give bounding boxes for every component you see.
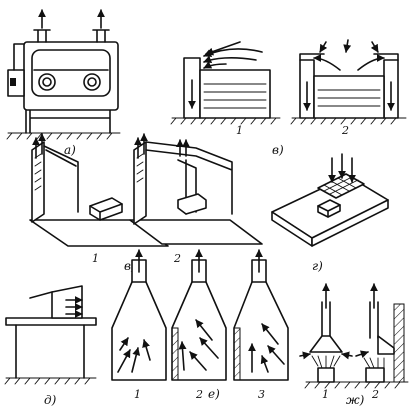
label-b-1: 1 xyxy=(236,124,243,137)
label-e-2: 2 xyxy=(195,388,203,401)
label-v-1: 1 xyxy=(92,252,99,265)
label-e: е) xyxy=(208,387,220,401)
label-d: д) xyxy=(44,393,57,407)
label-a: а) xyxy=(64,143,76,157)
label-zh: ж) xyxy=(346,393,365,407)
label-g: г) xyxy=(312,259,323,273)
figure-a-glovebox: а) xyxy=(6,9,121,157)
label-zh-1: 1 xyxy=(322,388,329,401)
label-e-1: 1 xyxy=(134,388,141,401)
label-zh-2: 2 xyxy=(371,388,379,401)
label-v-2: 2 xyxy=(173,252,181,265)
label-b-2: 2 xyxy=(341,124,349,137)
figure-zh-local-exhaust: 1 2 ж) xyxy=(299,283,409,407)
figure-g-grid-table: г) xyxy=(271,153,389,273)
label-e-3: 3 xyxy=(258,388,265,401)
label-b: в) xyxy=(272,143,284,157)
figure-v-panels: 1 2 в) xyxy=(29,133,263,273)
figure-b-tanks: 1 2 в) xyxy=(170,39,407,157)
figure-e-hoods: 1 2 3 е) xyxy=(111,249,289,401)
label-v: в) xyxy=(124,259,136,273)
figure-d-bench: д) xyxy=(4,285,97,407)
